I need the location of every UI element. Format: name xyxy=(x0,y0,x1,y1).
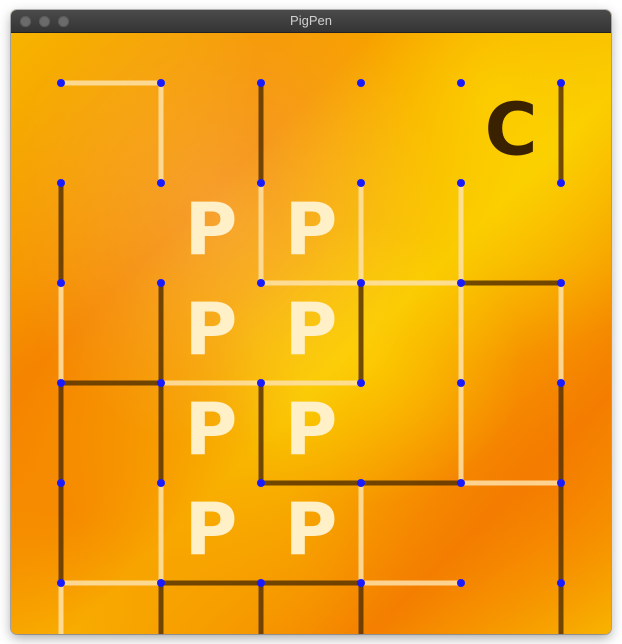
grid-dot xyxy=(257,279,265,287)
close-window-button[interactable] xyxy=(20,16,31,27)
grid-dot xyxy=(557,579,565,587)
box-player-letter: P xyxy=(185,388,238,472)
box-player-letter: P xyxy=(285,488,338,572)
box-computer-letter: C xyxy=(485,88,538,172)
box-player-letter: P xyxy=(285,188,338,272)
grid-dot xyxy=(457,279,465,287)
grid-dot xyxy=(557,479,565,487)
grid-dot xyxy=(557,179,565,187)
grid-dot xyxy=(257,479,265,487)
grid-dot xyxy=(457,379,465,387)
grid-dot xyxy=(57,279,65,287)
grid-dot xyxy=(57,579,65,587)
grid-dot xyxy=(57,379,65,387)
grid-dot xyxy=(257,179,265,187)
grid-dot xyxy=(457,479,465,487)
grid-dot xyxy=(157,179,165,187)
grid-dot xyxy=(557,379,565,387)
grid-dot xyxy=(557,79,565,87)
box-player-letter: P xyxy=(185,288,238,372)
grid-dot xyxy=(457,579,465,587)
box-player-letter: P xyxy=(185,188,238,272)
grid-dot xyxy=(357,479,365,487)
grid-dot xyxy=(157,479,165,487)
grid-dot xyxy=(457,179,465,187)
grid-dot xyxy=(457,79,465,87)
title-bar: PigPen xyxy=(11,10,611,33)
grid-dot xyxy=(357,379,365,387)
grid-dot xyxy=(357,279,365,287)
grid-dot xyxy=(257,379,265,387)
window-title: PigPen xyxy=(290,13,332,28)
grid-dot xyxy=(357,79,365,87)
grid-dot xyxy=(257,79,265,87)
grid-dot xyxy=(157,379,165,387)
zoom-window-button[interactable] xyxy=(58,16,69,27)
grid-dot xyxy=(57,79,65,87)
grid-dot xyxy=(257,579,265,587)
grid-dot xyxy=(57,479,65,487)
box-player-letter: P xyxy=(285,288,338,372)
grid-dot xyxy=(157,579,165,587)
grid-dot xyxy=(357,579,365,587)
minimize-window-button[interactable] xyxy=(39,16,50,27)
grid-dot xyxy=(357,179,365,187)
box-player-letter: P xyxy=(185,488,238,572)
grid-dot xyxy=(157,279,165,287)
grid-dot xyxy=(157,79,165,87)
box-player-letter: P xyxy=(285,388,338,472)
grid-dot xyxy=(57,179,65,187)
grid-dot xyxy=(557,279,565,287)
